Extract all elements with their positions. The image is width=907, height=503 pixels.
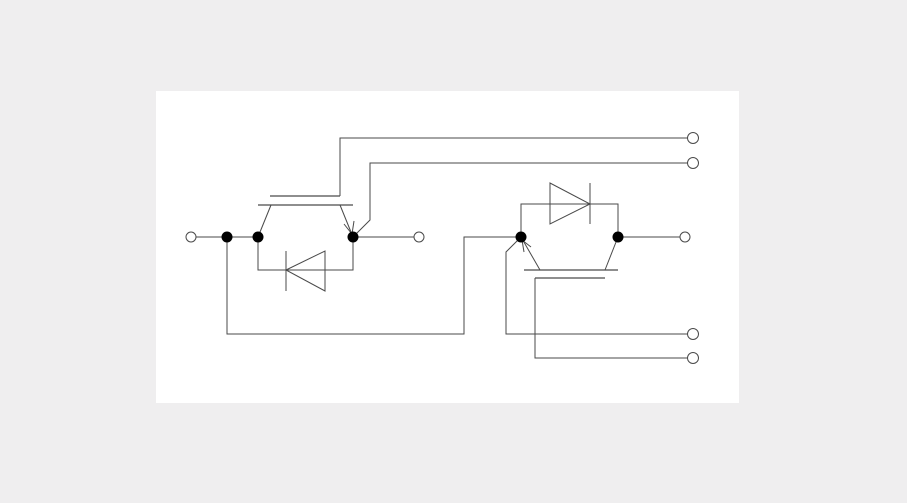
aux-emitter-lead-1: [352, 162, 688, 238]
transistor-2: [505, 236, 688, 359]
diode-1-frame: [257, 237, 354, 271]
transistor-1: [257, 137, 688, 238]
collector-2: [604, 236, 619, 271]
terminal-aux-emitter-2: [687, 328, 699, 340]
terminal-gate-1: [687, 132, 699, 144]
collector-1: [257, 204, 272, 238]
terminal-left: [185, 231, 197, 243]
junction-node: [612, 231, 624, 243]
junction-node: [515, 231, 527, 243]
terminal-right: [679, 231, 691, 243]
aux-emitter-lead-2: [505, 236, 688, 335]
left-wiring: [196, 236, 521, 335]
terminals: [185, 132, 699, 364]
emitter-2: [520, 236, 541, 271]
junction-node: [347, 231, 359, 243]
gate-lead-2: [534, 278, 688, 359]
junctions: [221, 231, 624, 243]
diagram-canvas: [156, 91, 739, 403]
terminal-aux-emitter-1: [687, 157, 699, 169]
terminal-gate-2: [687, 352, 699, 364]
diode-1-triangle: [284, 250, 326, 292]
wire-cross-link: [226, 236, 521, 335]
junction-node: [252, 231, 264, 243]
terminal-mid: [413, 231, 425, 243]
diode-2-triangle: [549, 182, 592, 225]
junction-node: [221, 231, 233, 243]
diode-2: [520, 182, 619, 237]
diode-1: [257, 237, 354, 292]
emitter-1: [339, 204, 354, 238]
diode-2-frame: [520, 203, 619, 237]
gate-lead-1: [339, 137, 688, 196]
